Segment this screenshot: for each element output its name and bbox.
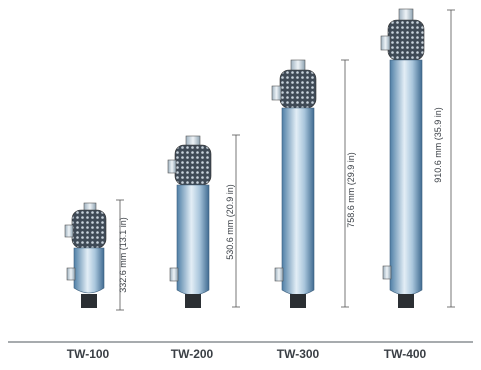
unit-tw-300: 758.6 mm (29.9 in) TW-300	[271, 59, 356, 361]
unit-tw-200: 530.6 mm (20.9 in) TW-200	[167, 134, 240, 361]
dimension-label: 910.6 mm (35.9 in)	[433, 107, 443, 183]
unit-tw-100: 332.6 mm (13.1 in) TW-100	[64, 199, 128, 361]
model-label: TW-400	[384, 347, 427, 361]
heater-illustration	[64, 202, 107, 308]
heater-illustration	[167, 135, 212, 308]
model-label: TW-200	[171, 347, 214, 361]
heater-illustration	[271, 59, 317, 308]
model-label: TW-100	[67, 347, 110, 361]
dimension-label: 758.6 mm (29.9 in)	[346, 152, 356, 228]
unit-tw-400: 910.6 mm (35.9 in) TW-400	[380, 8, 455, 361]
dimension-label: 530.6 mm (20.9 in)	[225, 184, 235, 260]
model-label: TW-300	[277, 347, 320, 361]
dimension-label: 332.6 mm (13.1 in)	[118, 217, 128, 293]
heater-illustration	[380, 8, 425, 308]
